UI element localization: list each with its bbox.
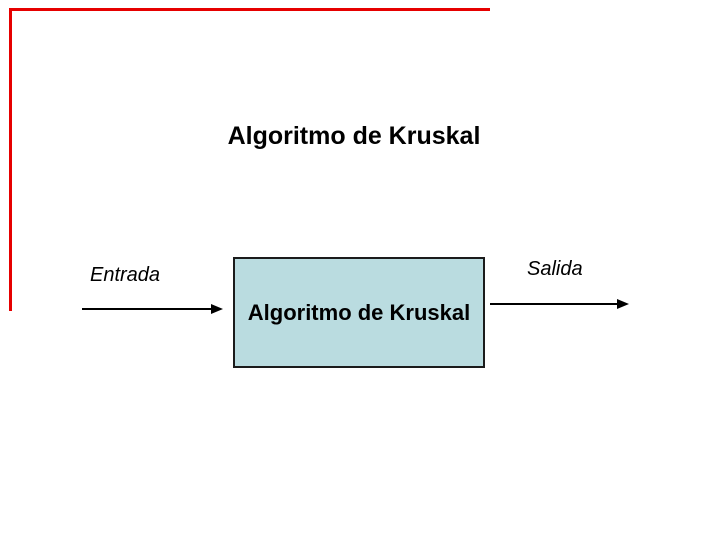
red-annotation-line-vertical [9,8,12,311]
process-box-label: Algoritmo de Kruskal [247,299,471,325]
input-arrow [82,304,223,314]
output-arrow [490,299,629,309]
input-arrow-line [82,308,212,310]
output-label: Salida [527,258,583,280]
slide-title: Algoritmo de Kruskal [227,122,481,150]
output-arrow-line [490,303,618,305]
process-box: Algoritmo de Kruskal [233,257,485,368]
input-label: Entrada [90,264,161,286]
output-arrowhead-right-icon [617,299,629,309]
input-arrowhead-right-icon [211,304,223,314]
red-annotation-line-horizontal [9,8,490,11]
